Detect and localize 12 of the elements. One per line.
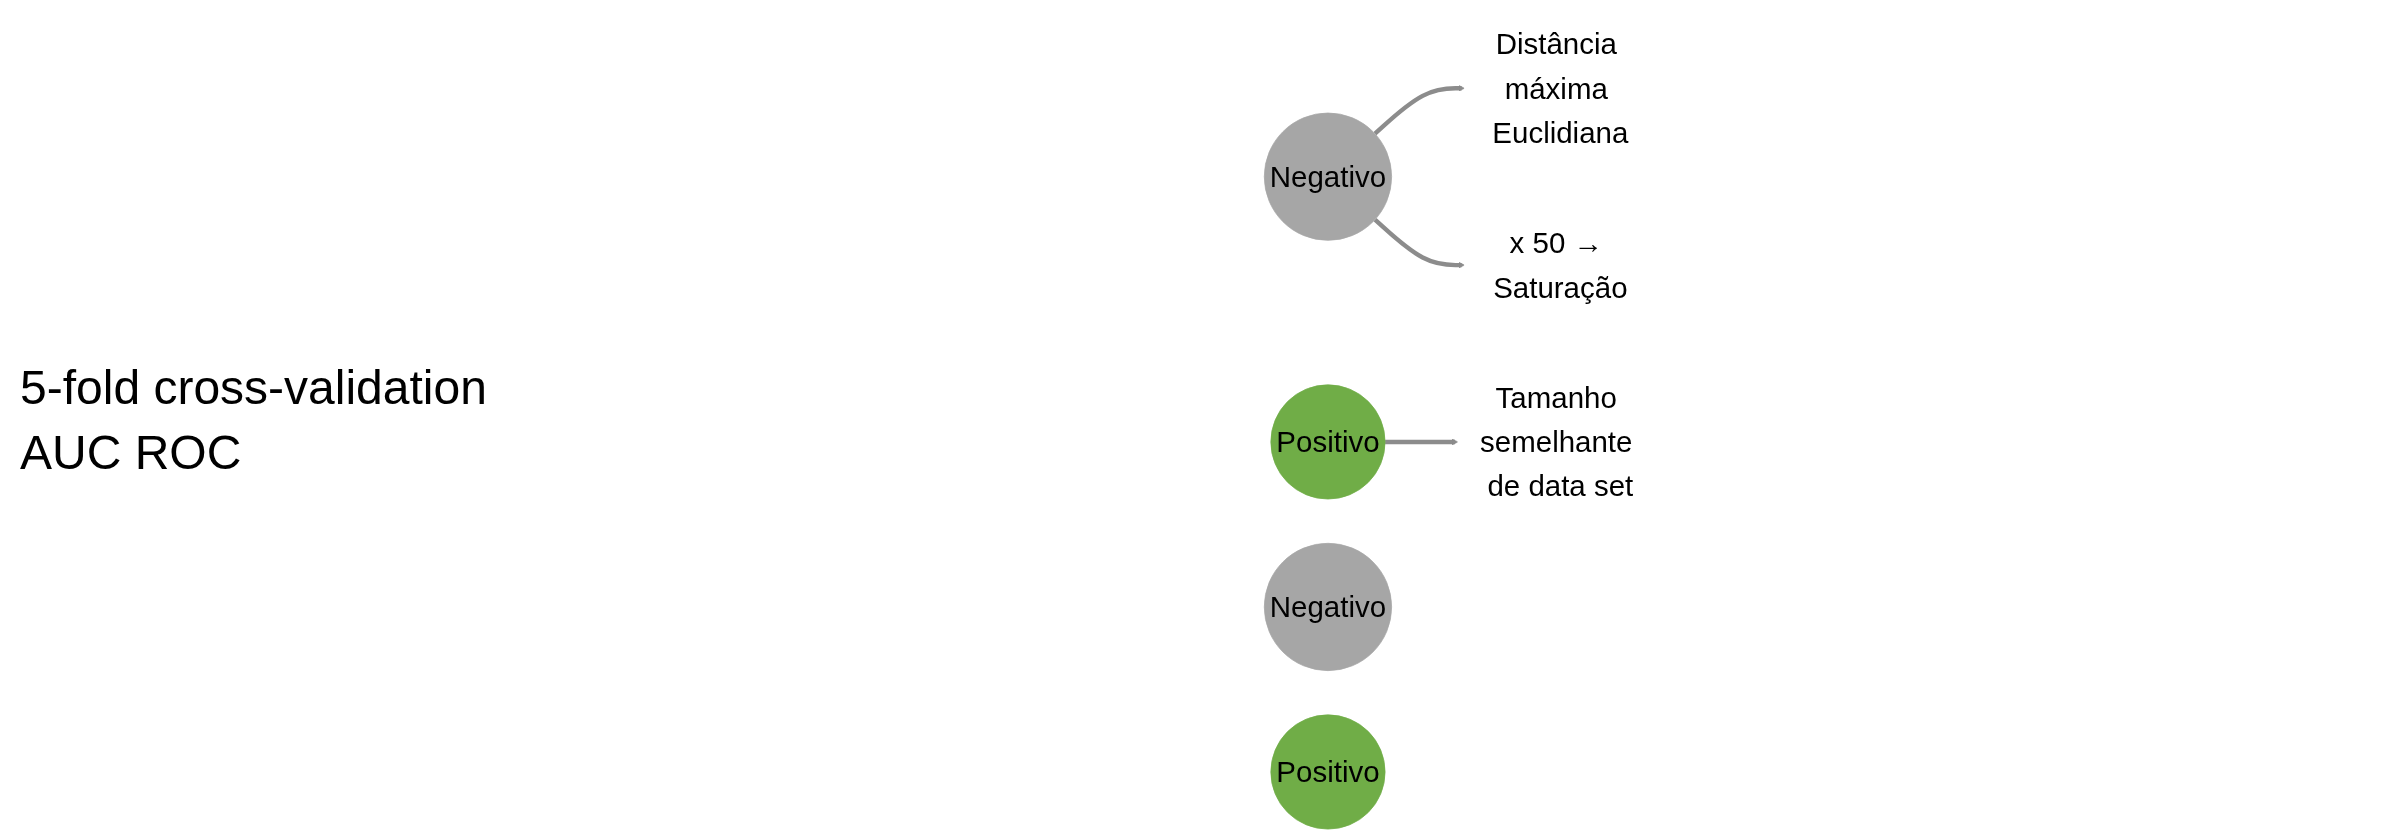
arrow	[1385, 438, 1459, 445]
arrow	[1373, 84, 1465, 135]
node-circle: Negativo	[1263, 112, 1392, 241]
node-text: Tamanho semelhante de data set	[1480, 381, 1634, 502]
note-text: 5-fold cross-validation	[20, 359, 488, 415]
node-circle: Negativo	[1263, 542, 1392, 671]
node-circle: Positivo	[1270, 383, 1386, 499]
arrow	[1373, 217, 1465, 268]
note-text: AUC ROC	[20, 424, 243, 480]
node-circle: Positivo	[1270, 714, 1386, 829]
node-text: x 50 → Saturação	[1493, 226, 1628, 303]
node-text: Distância máxima Euclidiana	[1492, 27, 1629, 149]
